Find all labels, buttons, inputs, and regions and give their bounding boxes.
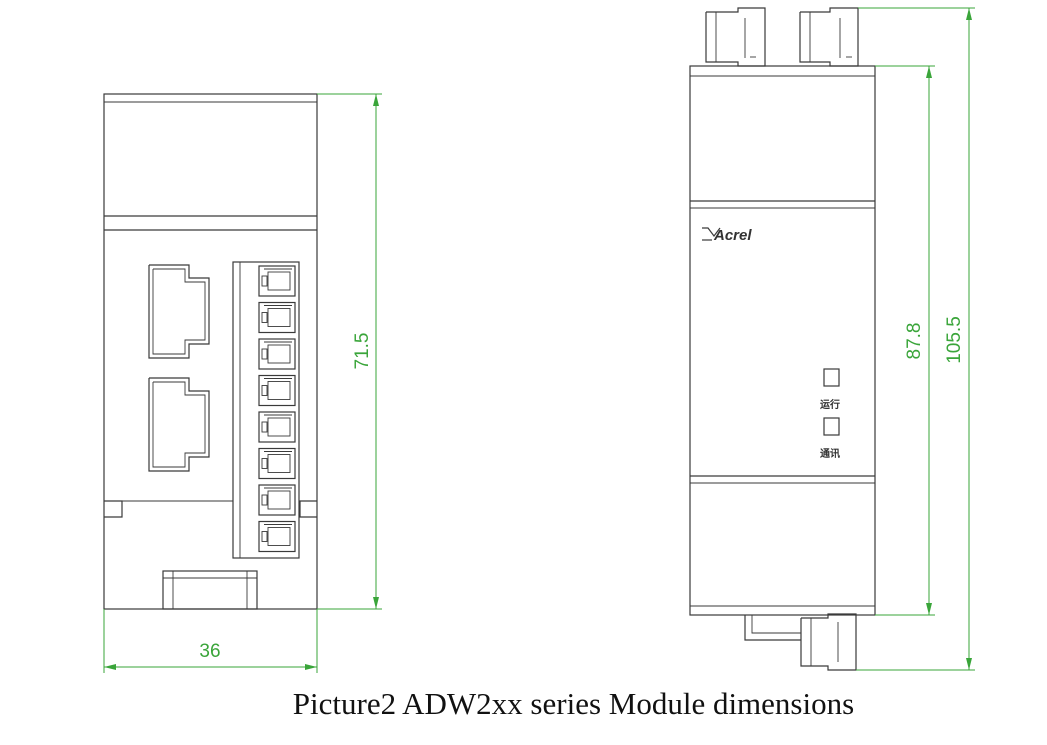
side-body-height-label: 87.8 bbox=[904, 323, 925, 360]
side-dimensions: 87.8 105.5 bbox=[856, 7, 975, 671]
rj45-port-lower bbox=[148, 377, 210, 472]
din-clip bbox=[162, 570, 258, 610]
terminal-slot bbox=[258, 338, 296, 370]
terminal-slot bbox=[258, 520, 296, 553]
terminal-slot bbox=[258, 374, 296, 407]
side-body-outline bbox=[689, 65, 876, 616]
front-height-label: 71.5 bbox=[352, 333, 373, 370]
terminal-slot bbox=[258, 301, 296, 334]
rj45-port-upper bbox=[148, 264, 210, 359]
front-body-outline bbox=[103, 93, 318, 610]
terminal-slot bbox=[258, 484, 296, 516]
run-led-label: 运行 bbox=[820, 398, 840, 411]
comm-led bbox=[823, 417, 840, 436]
brand-text: Acrel bbox=[713, 227, 752, 244]
front-view bbox=[103, 93, 318, 610]
top-connector-left bbox=[705, 7, 766, 67]
terminal-slot bbox=[258, 265, 296, 297]
figure-caption: Picture2 ADW2xx series Module dimensions bbox=[292, 686, 855, 721]
comm-led-label: 通讯 bbox=[820, 447, 840, 460]
front-dimensions: 71.5 36 bbox=[103, 93, 382, 673]
bottom-connector bbox=[744, 613, 857, 671]
terminal-slot bbox=[258, 411, 296, 443]
terminal-slot bbox=[258, 447, 296, 480]
acrel-logo: Acrel bbox=[702, 227, 752, 244]
top-connector-right bbox=[799, 7, 859, 67]
front-width-label: 36 bbox=[199, 641, 220, 662]
run-led bbox=[823, 368, 840, 387]
terminal-block bbox=[232, 261, 300, 559]
side-view: Acrel 运行 通讯 bbox=[689, 7, 876, 671]
front-lower-notch bbox=[104, 500, 123, 518]
side-total-height-label: 105.5 bbox=[944, 316, 965, 364]
